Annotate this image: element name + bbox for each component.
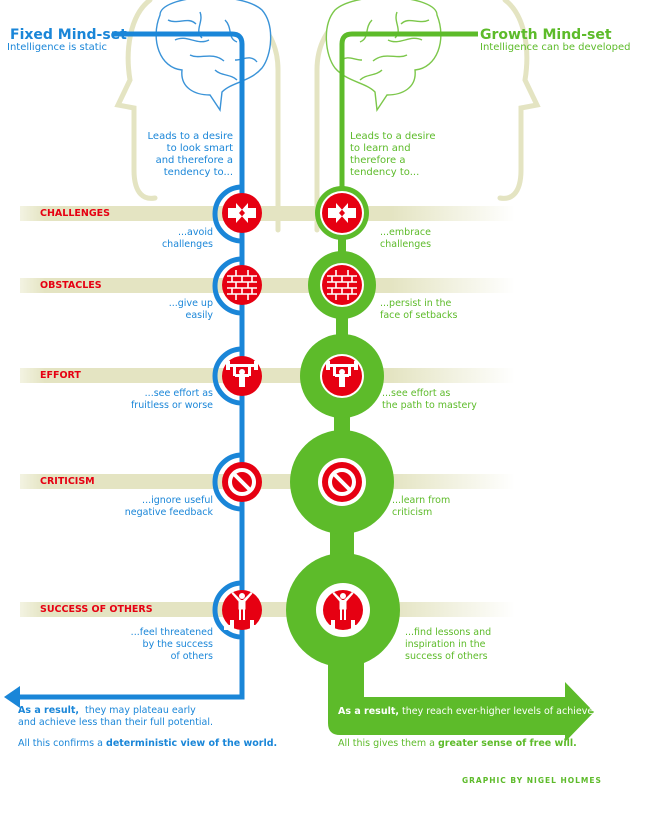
person-on-podium-icon [323,590,363,630]
fixed-conclusion-text: All this confirms a [18,738,103,749]
row-label-success-of-others: SUCCESS OF OTHERS [40,604,153,615]
prohibited-icon [322,462,362,502]
graphic-credit: GRAPHIC BY NIGEL HOLMES [462,776,602,785]
growth-title: Growth Mind-set [480,27,612,43]
arrows-converging-icon [222,193,262,233]
fixed-result-bold: As a result, [18,705,79,716]
fixed-caption: ...ignore useful negative feedback [124,495,213,518]
growth-caption: ...persist in the face of setbacks [380,298,458,321]
row-label-obstacles: OBSTACLES [40,280,102,291]
fixed-title: Fixed Mind-set [10,27,127,43]
growth-caption: ...find lessons and inspiration in the s… [405,627,492,662]
weightlifter-icon [222,356,262,396]
fixed-brain-icon [155,0,272,112]
growth-caption: ...see effort as the path to mastery [382,388,477,411]
row-icons [222,193,363,630]
fixed-caption: ...avoid challenges [161,227,213,250]
growth-subtitle: Intelligence can be developed [480,42,631,53]
fixed-caption: ...feel threatened by the success of oth… [130,627,213,662]
growth-conclusion: All this gives them a greater sense of f… [338,738,577,750]
fixed-subtitle: Intelligence is static [7,42,107,53]
fixed-result: As a result, they may plateau early and … [18,705,213,729]
fixed-path-line [20,31,245,700]
fixed-caption: ...give up easily [168,298,213,321]
growth-result-text: they reach ever-higher levels of achieve… [402,706,622,717]
brick-wall-icon [322,265,362,305]
fixed-caption: ...see effort as fruitless or worse [130,388,213,411]
growth-conclusion-bold: greater sense of free will. [437,738,577,749]
arrows-converging-icon [322,193,362,233]
growth-result-bold: As a result, [338,706,399,717]
fixed-conclusion-bold: deterministic view of the world. [106,738,278,749]
weightlifter-icon [322,356,362,396]
growth-arrow [328,640,594,742]
row-label-effort: EFFORT [40,370,81,381]
growth-caption: ...embrace challenges [380,227,432,250]
growth-caption: ...learn from criticism [392,495,451,518]
fixed-conclusion: All this confirms a deterministic view o… [18,738,277,750]
row-label-criticism: CRITICISM [40,476,95,487]
prohibited-icon [222,462,262,502]
fixed-lead-text: Leads to a desire to look smart and ther… [147,131,233,178]
row-label-challenges: CHALLENGES [40,208,110,219]
fixed-arrowhead [4,686,20,708]
brick-wall-icon [222,265,262,305]
person-on-podium-icon [222,590,262,630]
fixed-result-text: they may plateau early and achieve less … [18,705,214,728]
growth-result: As a result, they reach ever-higher leve… [338,706,621,718]
growth-lead-text: Leads to a desire to learn and therefore… [350,131,436,178]
growth-conclusion-text: All this gives them a [338,738,435,749]
